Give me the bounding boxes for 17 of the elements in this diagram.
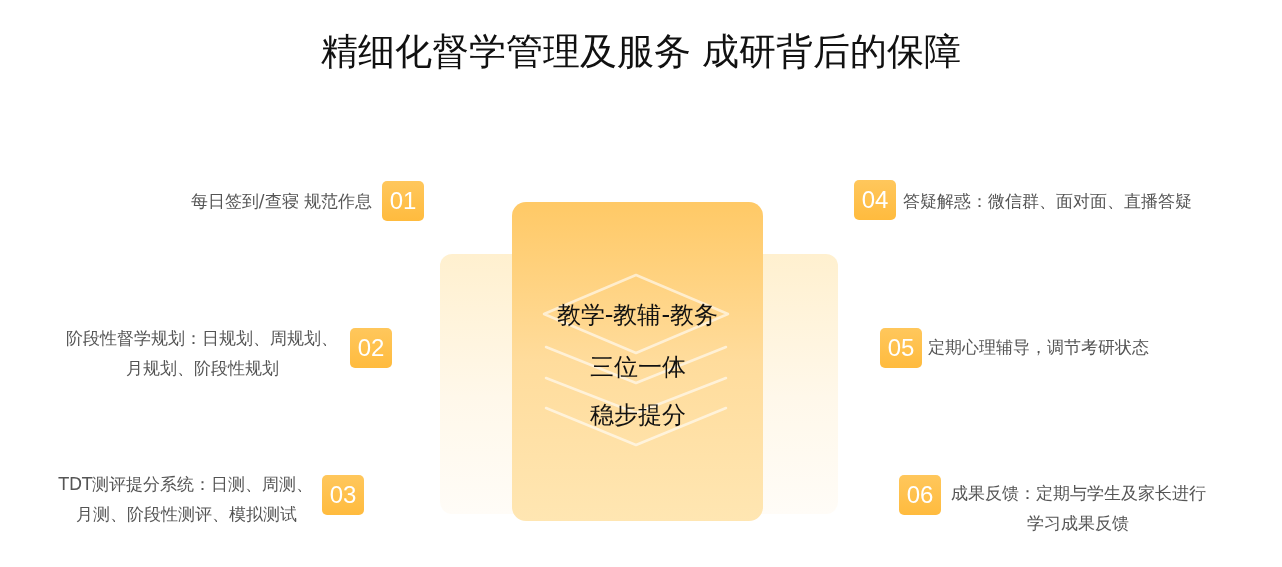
item-description: 阶段性督学规划：日规划、周规划、月规划、阶段性规划 — [65, 327, 339, 380]
number-badge: 04 — [854, 180, 896, 220]
item-description: 每日签到/查寝 规范作息 — [190, 190, 372, 213]
item-description: 定期心理辅导，调节考研状态 — [928, 336, 1149, 359]
number-badge: 05 — [880, 328, 922, 368]
center-card — [512, 202, 763, 521]
number-badge: 02 — [350, 328, 392, 368]
item-description: 成果反馈：定期与学生及家长进行学习成果反馈 — [949, 482, 1207, 535]
diagram-title: 精细化督学管理及服务 成研背后的保障 — [320, 29, 962, 75]
number-badge: 06 — [899, 475, 941, 515]
number-badge: 01 — [382, 181, 424, 221]
card-text: 稳步提分 — [589, 400, 686, 431]
card-text: 教学-教辅-教务 — [556, 300, 719, 331]
item-description: TDT测评提分系统：日测、周测、月测、阶段性测评、模拟测试 — [57, 473, 315, 526]
item-description: 答疑解惑：微信群、面对面、直播答疑 — [903, 190, 1192, 213]
number-badge: 03 — [322, 475, 364, 515]
card-text: 三位一体 — [589, 352, 686, 383]
